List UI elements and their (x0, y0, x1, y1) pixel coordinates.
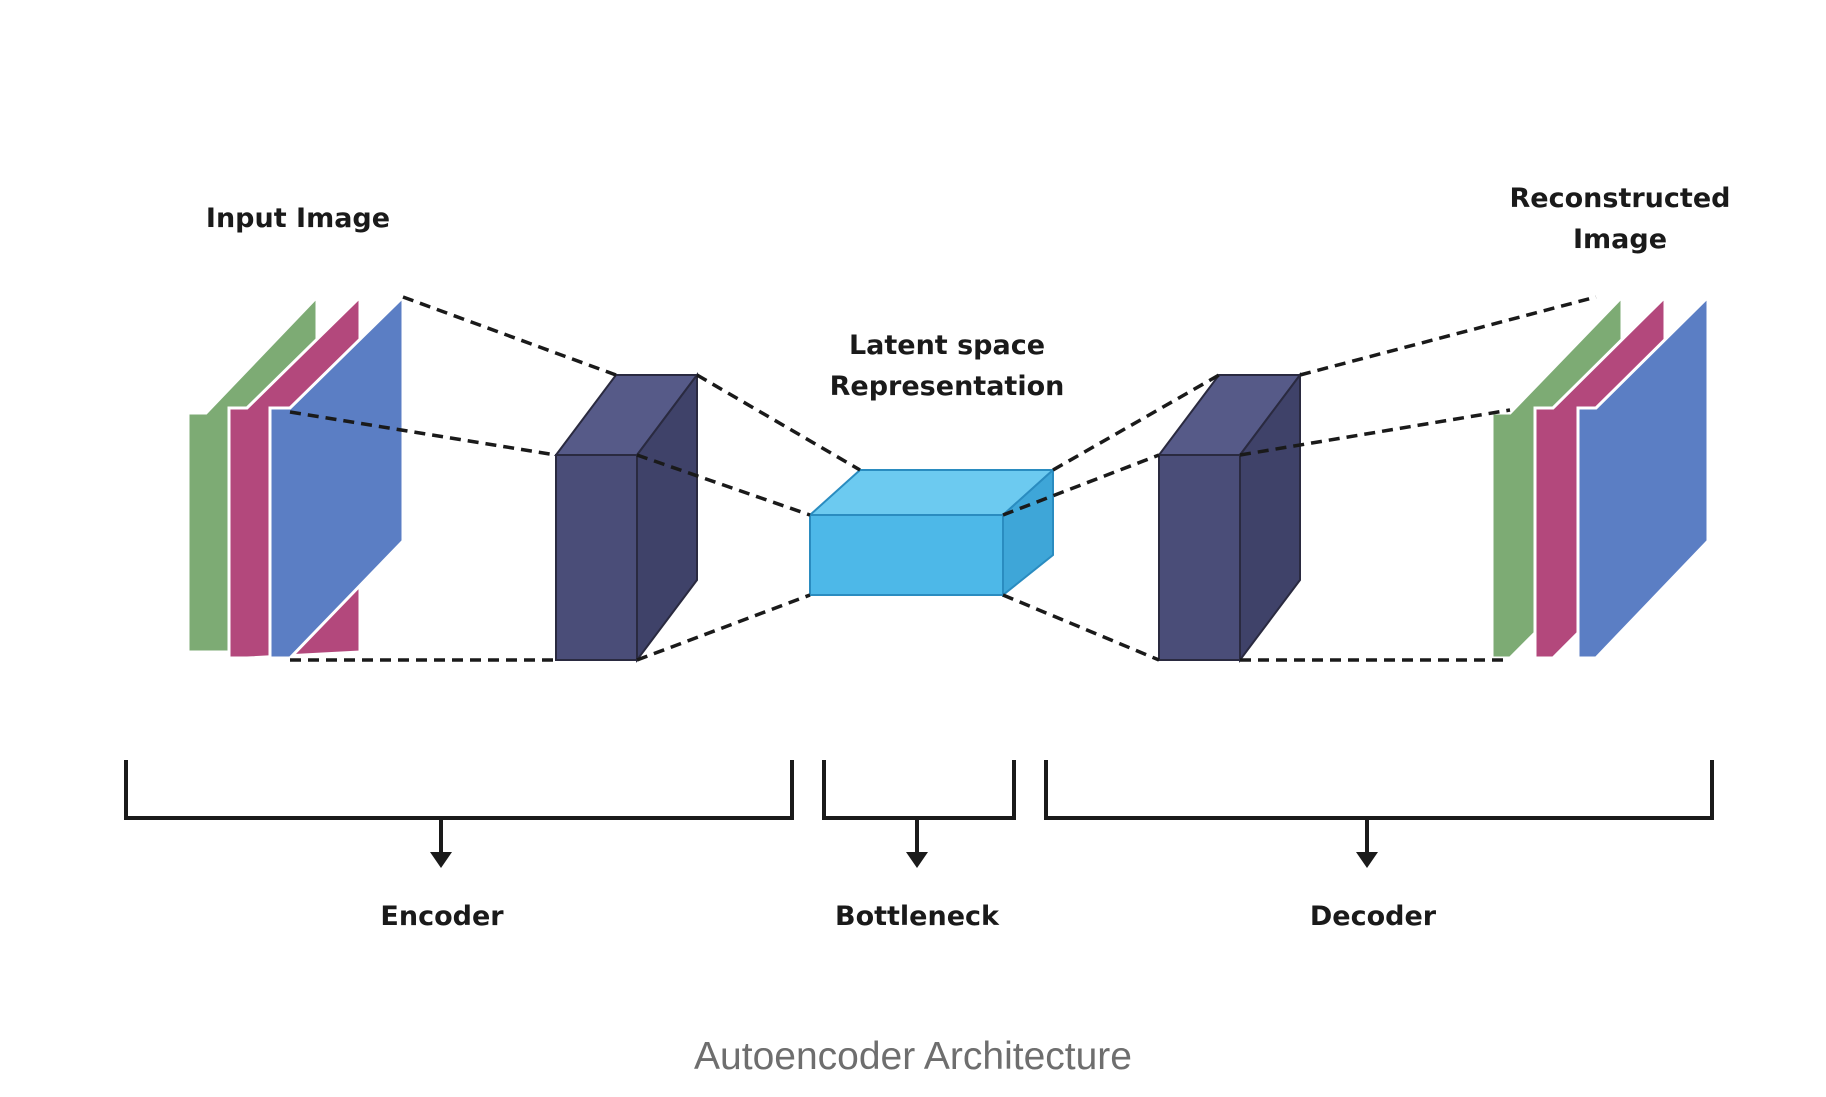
proj-enc-top (696, 373, 861, 472)
latent-space-label: Latent space Representation (797, 325, 1097, 407)
proj-dec-mid (1002, 453, 1160, 517)
bottleneck-label: Bottleneck (834, 901, 999, 932)
bottleneck-bracket (822, 760, 1016, 868)
latent-label-line2: Representation (829, 371, 1065, 402)
decoder-block (1157, 372, 1302, 663)
reconstructed-label-line1: Reconstructed (1509, 183, 1731, 214)
reconstructed-image-label: Reconstructed Image (1470, 178, 1770, 260)
encoder-block-front (555, 454, 638, 661)
input-image-label: Input Image (205, 203, 391, 234)
encoder-bracket (124, 760, 794, 868)
decoder-block-front (1158, 454, 1241, 661)
latent-label-line1: Latent space (848, 330, 1046, 361)
input-image-stack (186, 293, 405, 660)
proj-input-top (402, 295, 617, 377)
proj-dec-top (1052, 373, 1220, 472)
proj-enc-mid (636, 453, 811, 517)
proj-input-mid (289, 410, 557, 457)
projection-lines (289, 295, 1597, 662)
output-layer-blue (1576, 293, 1710, 660)
encoder-block (554, 372, 699, 663)
proj-output-top (1299, 295, 1597, 377)
input-layer-blue (268, 293, 405, 660)
decoder-bracket (1044, 760, 1714, 868)
latent-block-front (809, 514, 1004, 596)
proj-output-mid (1239, 408, 1511, 457)
decoder-label: Decoder (1309, 901, 1437, 932)
figure-caption: Autoencoder Architecture (694, 1035, 1132, 1078)
reconstructed-label-line2: Image (1572, 224, 1668, 255)
reconstructed-image-stack (1490, 293, 1710, 660)
latent-block (807, 467, 1056, 598)
proj-enc-bottom (636, 593, 811, 662)
proj-dec-bottom (1002, 593, 1160, 662)
encoder-label: Encoder (380, 901, 504, 932)
